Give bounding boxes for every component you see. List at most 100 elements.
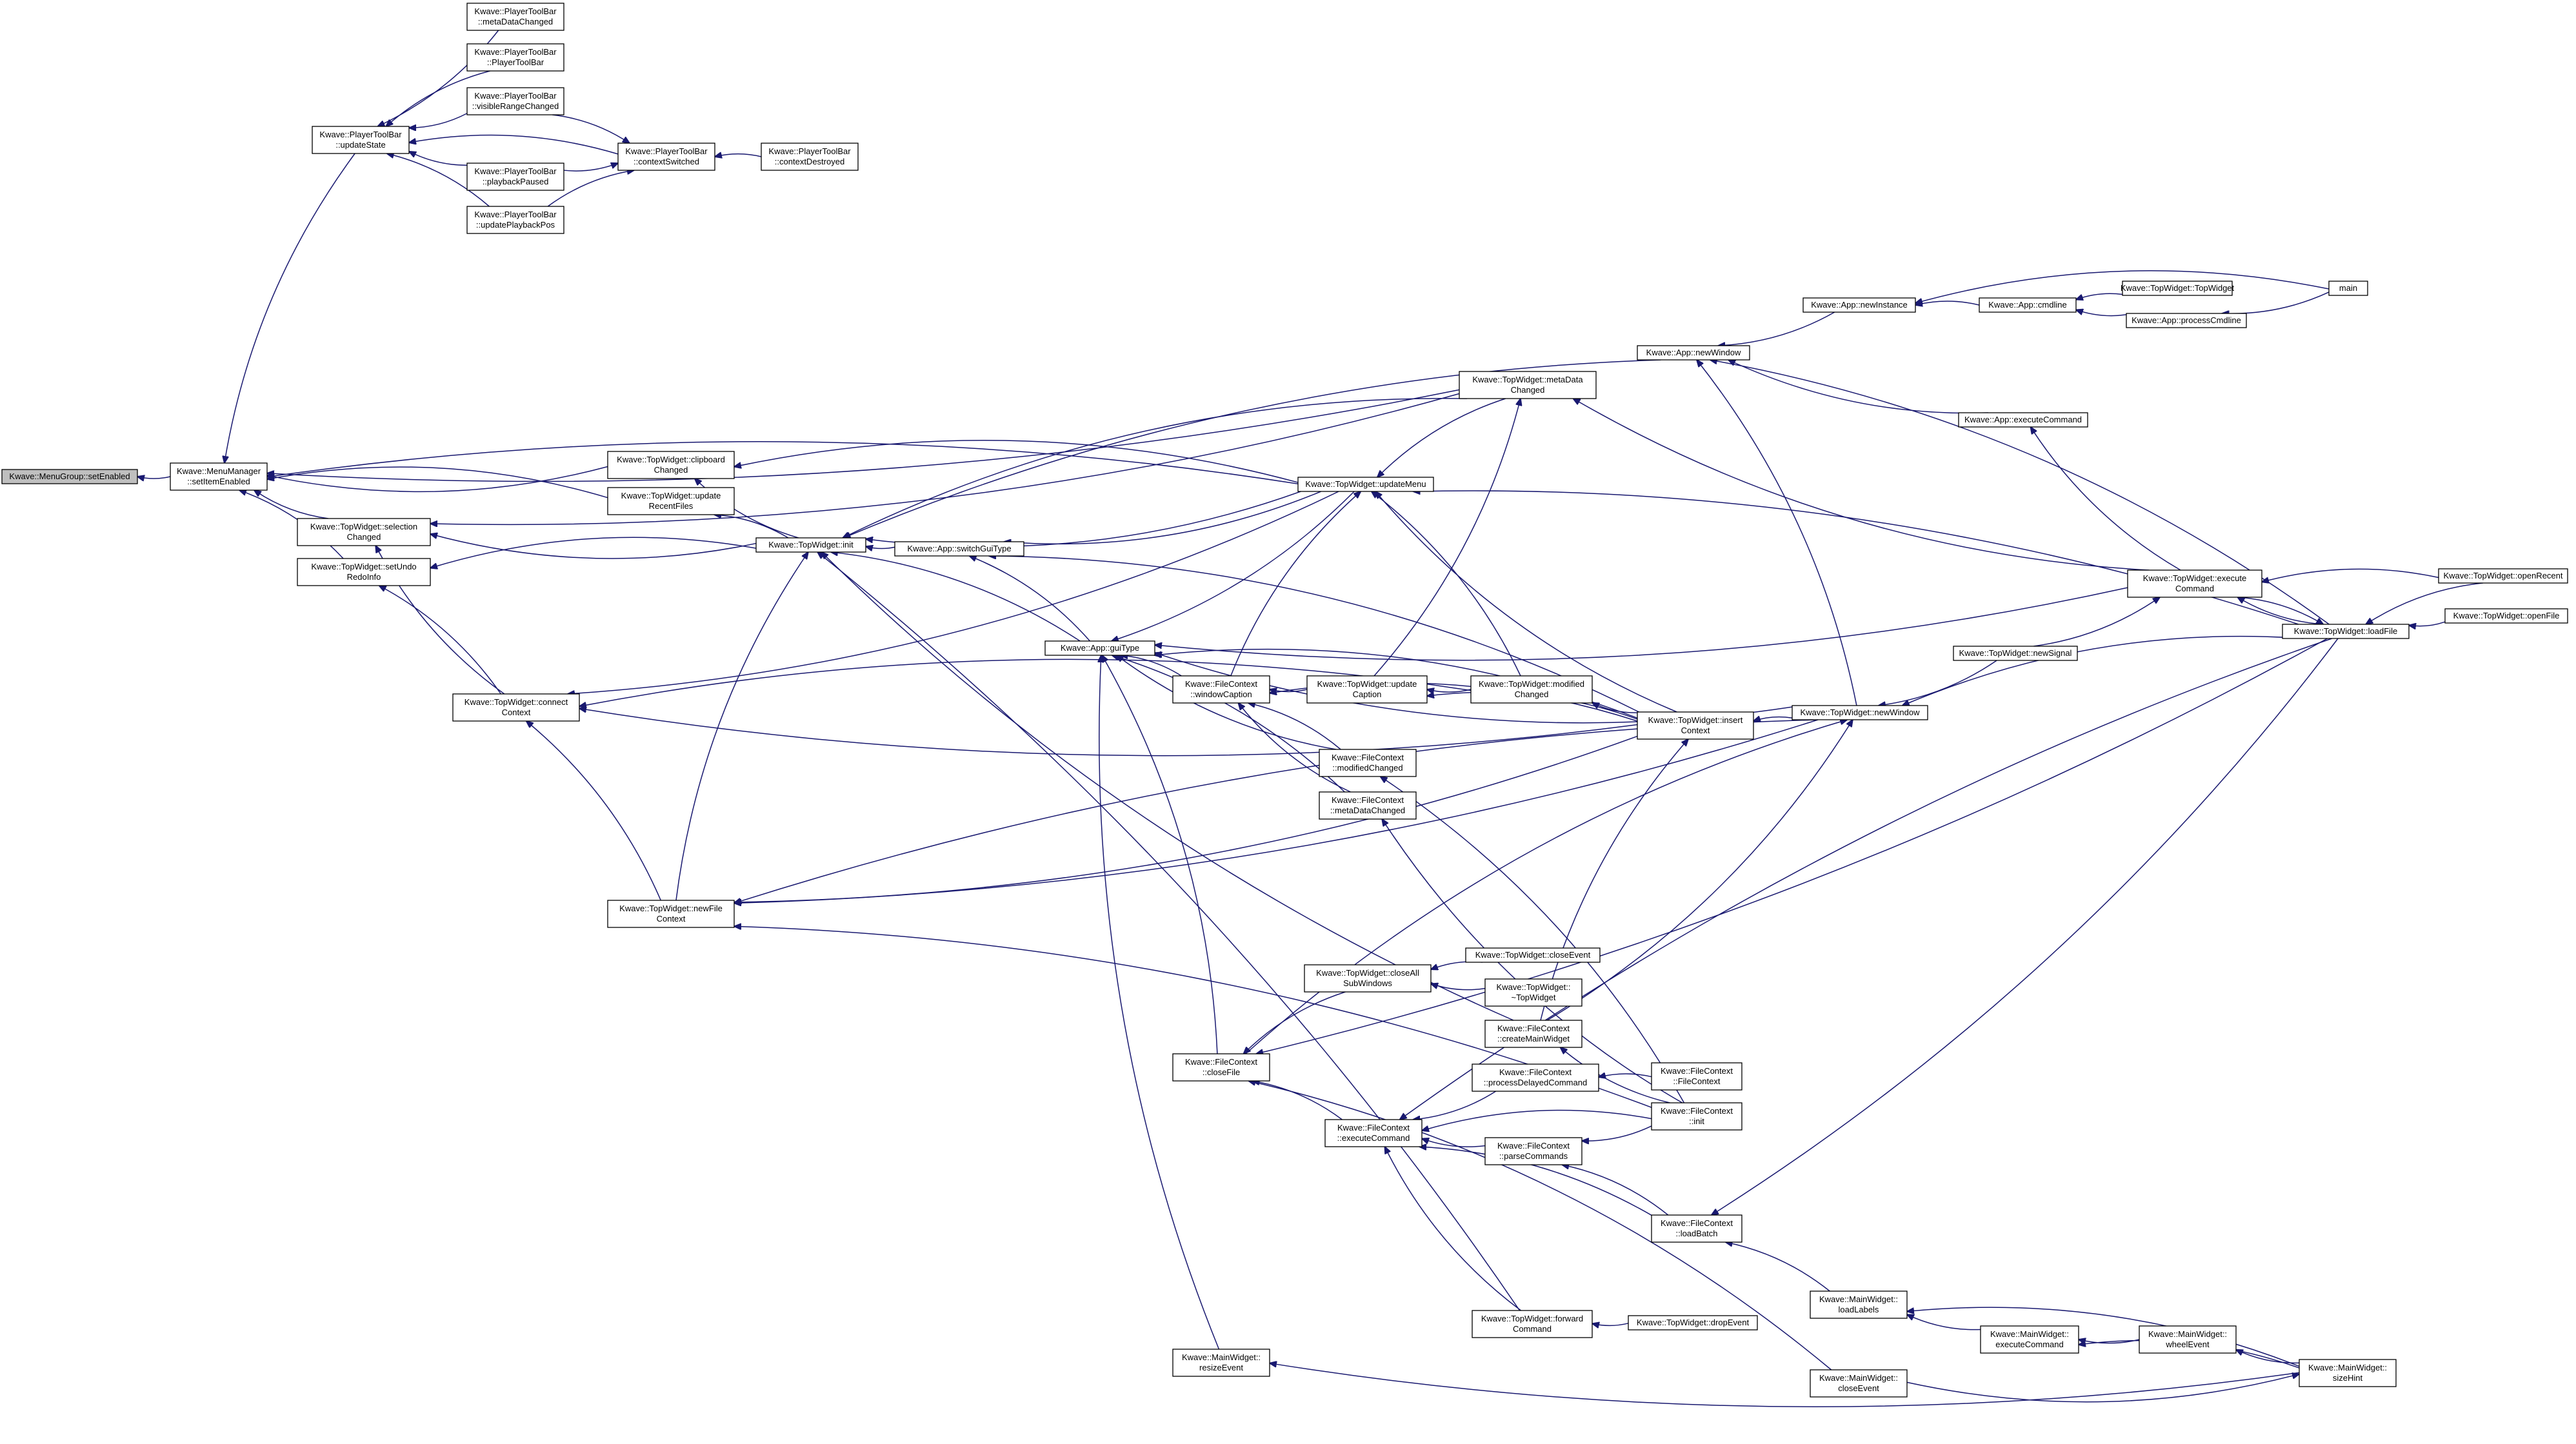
node-label: Kwave::TopWidget::TopWidget (2121, 283, 2235, 293)
function-node[interactable]: Kwave::MenuManager::setItemEnabled (170, 462, 268, 491)
function-node[interactable]: Kwave::App::processCmdline (2126, 313, 2247, 328)
function-node[interactable]: Kwave::FileContext::windowCaption (1172, 675, 1270, 704)
function-node[interactable]: Kwave::FileContext::parseCommands (1484, 1137, 1583, 1165)
function-node[interactable]: Kwave::MainWidget::sizeHint (2299, 1359, 2397, 1387)
function-node[interactable]: Kwave::TopWidget::~TopWidget (1484, 978, 1583, 1007)
call-edge (1373, 399, 1521, 677)
function-node[interactable]: Kwave::TopWidget::TopWidget (2121, 281, 2235, 296)
node-label: RecentFiles (649, 501, 694, 511)
function-node[interactable]: Kwave::FileContext::closeFile (1172, 1053, 1270, 1082)
function-node[interactable]: Kwave::TopWidget::openFile (2444, 608, 2568, 624)
node-label: ::modifiedChanged (1332, 763, 1403, 773)
function-node[interactable]: Kwave::MainWidget::resizeEvent (1172, 1349, 1270, 1377)
call-edge (1155, 587, 2128, 661)
node-label: Kwave::TopWidget::update (1317, 679, 1417, 689)
call-edge (1879, 660, 1997, 706)
call-edge (831, 552, 1081, 642)
function-node[interactable]: Kwave::PlayerToolBar::updatePlaybackPos (466, 206, 564, 234)
function-node[interactable]: Kwave::App::executeCommand (1958, 412, 2088, 428)
node-label: Kwave::App::executeCommand (1964, 415, 2082, 424)
function-node[interactable]: Kwave::TopWidget::dropEvent (1628, 1315, 1758, 1330)
node-label: Kwave::App::guiType (1061, 643, 1139, 653)
function-node[interactable]: Kwave::TopWidget::openRecent (2438, 568, 2568, 584)
function-node[interactable]: Kwave::PlayerToolBar::contextDestroyed (761, 143, 859, 171)
call-edge (1599, 1074, 1652, 1077)
node-label: Kwave::App::newInstance (1811, 300, 1908, 310)
call-edge (1004, 491, 1321, 544)
function-node[interactable]: Kwave::FileContext::init (1651, 1102, 1742, 1131)
function-node[interactable]: Kwave::FileContext::processDelayedComman… (1472, 1063, 1599, 1092)
node-label: Kwave::PlayerToolBar (474, 210, 557, 219)
function-node[interactable]: Kwave::MenuGroup::setEnabled (1, 469, 138, 484)
node-label: ::loadBatch (1675, 1229, 1717, 1238)
function-node[interactable]: Kwave::FileContext::metaDataChanged (1319, 791, 1417, 820)
call-edge (137, 477, 171, 479)
call-edge (430, 537, 757, 568)
node-label: Kwave::MainWidget:: (2308, 1363, 2387, 1372)
function-node[interactable]: Kwave::App::guiType (1044, 640, 1155, 656)
function-node[interactable]: Kwave::TopWidget::metaDataChanged (1459, 371, 1597, 399)
call-edge (734, 440, 1299, 483)
node-box (1958, 412, 2088, 428)
function-node[interactable]: Kwave::App::newWindow (1637, 345, 1750, 361)
function-node[interactable]: Kwave::FileContext::executeCommand (1324, 1119, 1423, 1147)
node-label: ::executeCommand (1337, 1133, 1410, 1143)
function-node[interactable]: Kwave::TopWidget::closeEvent (1465, 947, 1601, 963)
call-edge (1270, 1363, 2300, 1407)
node-label: ::init (1689, 1116, 1704, 1126)
function-node[interactable]: Kwave::App::switchGuiType (894, 541, 1024, 557)
node-label: Kwave::TopWidget::forward (1481, 1314, 1583, 1323)
function-node[interactable]: Kwave::TopWidget::modifiedChanged (1470, 675, 1593, 704)
function-node[interactable]: Kwave::PlayerToolBar::playbackPaused (466, 163, 564, 191)
node-label: ::playbackPaused (483, 177, 549, 186)
function-node[interactable]: Kwave::MainWidget::loadLabels (1810, 1291, 1908, 1319)
function-node[interactable]: Kwave::TopWidget::init (755, 537, 866, 553)
node-label: Kwave::FileContext (1499, 1067, 1572, 1077)
function-node[interactable]: Kwave::PlayerToolBar::updateState (312, 126, 410, 154)
function-node[interactable]: Kwave::TopWidget::updateMenu (1297, 477, 1434, 492)
call-edge (1546, 720, 1852, 1021)
call-edge (1248, 1081, 1832, 1370)
function-node[interactable]: Kwave::App::newInstance (1802, 297, 1916, 313)
function-node[interactable]: Kwave::PlayerToolBar::PlayerToolBar (466, 43, 564, 72)
function-node[interactable]: Kwave::TopWidget::newWindow (1792, 705, 1928, 720)
function-node[interactable]: Kwave::FileContext::FileContext (1651, 1062, 1742, 1091)
call-edge (254, 490, 329, 519)
node-box (607, 451, 735, 479)
node-box (297, 558, 431, 586)
function-node[interactable]: Kwave::MainWidget::executeCommand (1980, 1325, 2079, 1354)
function-node[interactable]: Kwave::MainWidget::wheelEvent (2139, 1325, 2237, 1354)
function-node[interactable]: Kwave::TopWidget::executeCommand (2127, 569, 2262, 598)
node-label: Kwave::TopWidget::update (621, 491, 721, 500)
call-edge (1375, 491, 1677, 713)
node-label: Kwave::MainWidget:: (1819, 1373, 1898, 1383)
function-node[interactable]: Kwave::FileContext::modifiedChanged (1319, 749, 1417, 777)
node-label: Kwave::PlayerToolBar (474, 166, 557, 176)
call-edge (970, 556, 1090, 642)
node-label: Kwave::FileContext (1661, 1218, 1733, 1228)
function-node[interactable]: Kwave::FileContext::loadBatch (1651, 1214, 1742, 1243)
function-node[interactable]: Kwave::PlayerToolBar::contextSwitched (617, 143, 715, 171)
function-node[interactable]: Kwave::MainWidget::closeEvent (1810, 1369, 1908, 1398)
call-edge (1253, 1081, 1343, 1120)
function-node[interactable]: Kwave::TopWidget::newSignal (1953, 646, 2078, 661)
function-node[interactable]: Kwave::App::cmdline (1979, 297, 2077, 313)
function-node[interactable]: Kwave::PlayerToolBar::metaDataChanged (466, 3, 564, 31)
node-label: Command (2175, 584, 2214, 593)
function-node[interactable]: Kwave::PlayerToolBar::visibleRangeChange… (466, 87, 564, 115)
function-node[interactable]: Kwave::FileContext::createMainWidget (1484, 1020, 1583, 1048)
function-node[interactable]: Kwave::TopWidget::loadFile (2282, 624, 2410, 639)
node-label: ::processDelayedCommand (1484, 1078, 1587, 1087)
function-node[interactable]: main (2328, 281, 2368, 296)
node-label: Command (1513, 1324, 1552, 1334)
